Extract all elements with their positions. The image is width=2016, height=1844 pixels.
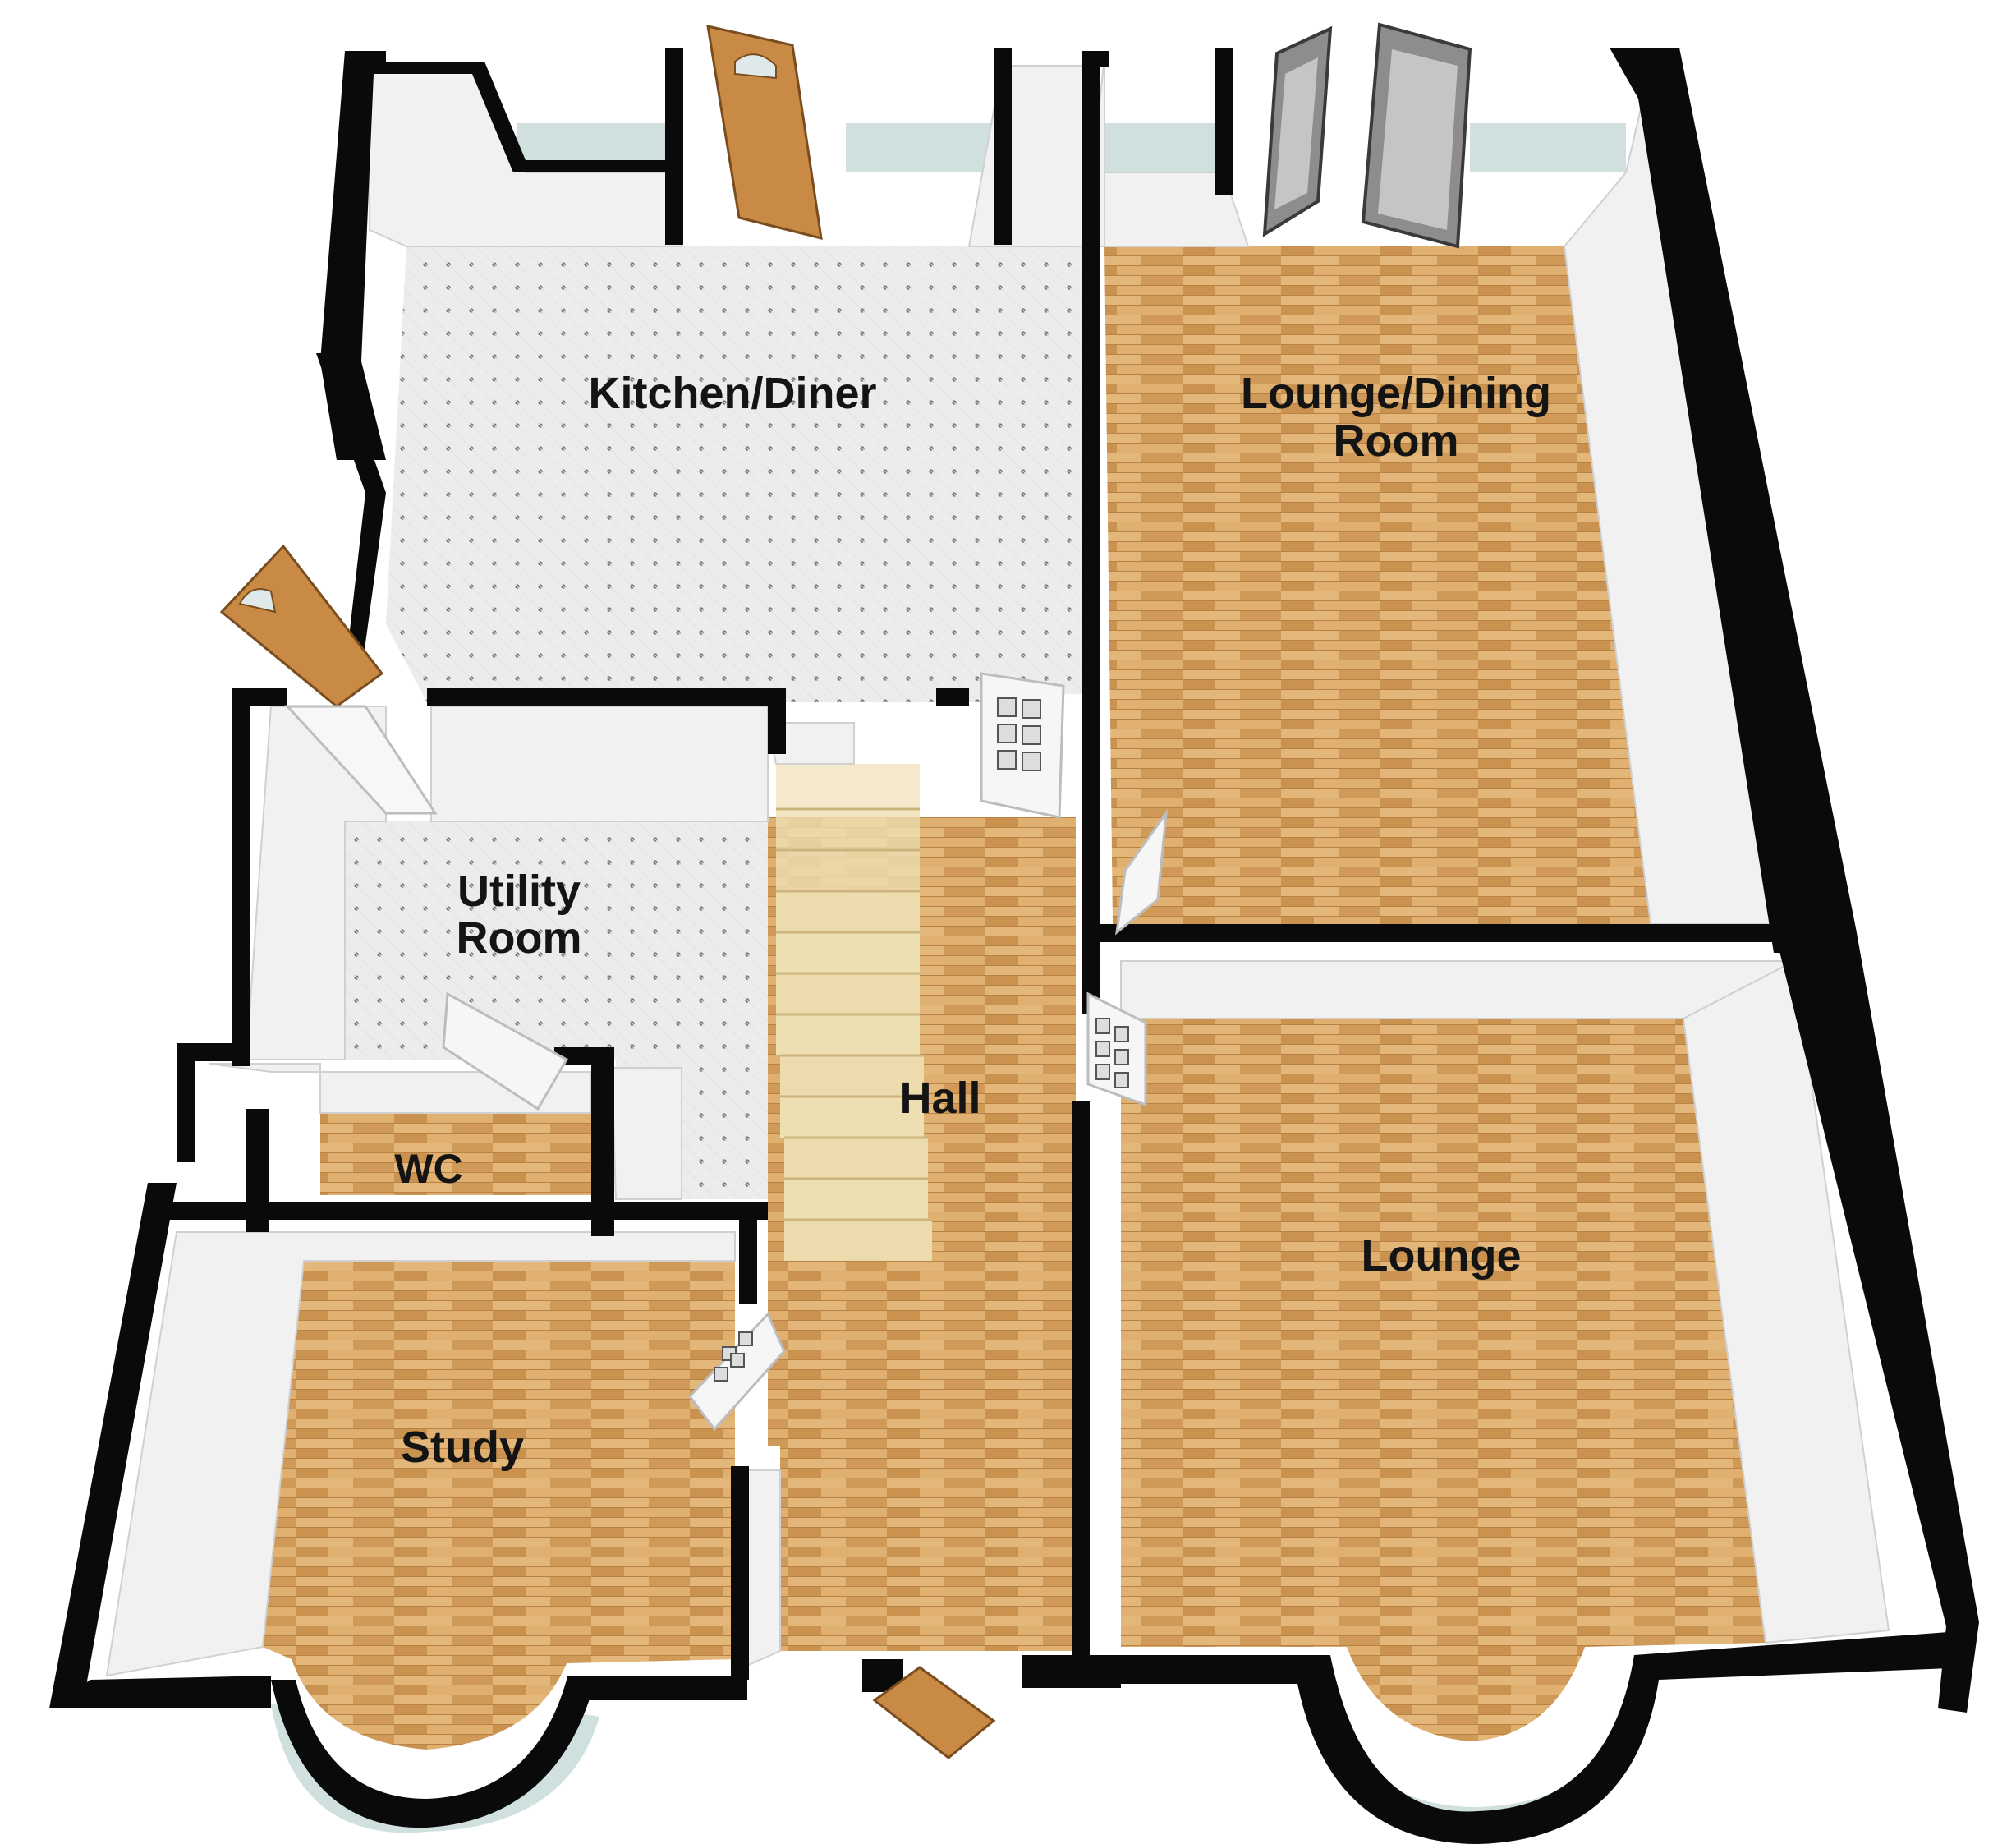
utility-label-line1: Utility: [457, 867, 581, 916]
study-floor: [263, 1261, 735, 1750]
study-door: [688, 1312, 786, 1432]
french-door-left: [1262, 25, 1333, 237]
doors: [219, 22, 1472, 1759]
lounge-floor: [1121, 1019, 1766, 1741]
wc-label: WC: [394, 1146, 462, 1192]
utility-door: [284, 705, 438, 815]
french-door-right: [1361, 22, 1472, 249]
hall-label: Hall: [899, 1074, 980, 1123]
front-door-kitchen: [706, 25, 823, 240]
room-labels: Kitchen/Diner Lounge/Dining Room Utility…: [394, 369, 1551, 1472]
kitchen-diner-label: Kitchen/Diner: [588, 369, 876, 418]
wc-door: [442, 991, 569, 1111]
lounge-label: Lounge: [1362, 1231, 1522, 1281]
front-door-hall: [872, 1666, 996, 1759]
lounge-dining-floor: [1104, 246, 1651, 924]
lounge-dining-label-line2: Room: [1334, 416, 1459, 466]
lounge-dining-window-left: [1100, 123, 1224, 172]
kitchen-window-right: [846, 123, 1002, 172]
lounge-dining-label-line1: Lounge/Dining: [1241, 369, 1551, 418]
lounge-dining-door: [1115, 808, 1169, 936]
lounge-dining-window-right: [1470, 123, 1626, 172]
walls: [49, 48, 1979, 1844]
wc-floor: [320, 1113, 591, 1195]
staircase: [776, 764, 932, 1261]
study-label: Study: [401, 1423, 524, 1472]
utility-label-line2: Room: [457, 913, 582, 963]
side-door-kitchen: [219, 544, 384, 708]
kitchen-diner-floor: [386, 246, 1084, 702]
lounge-door: [1086, 991, 1147, 1107]
hall-kitchen-door: [980, 672, 1065, 819]
